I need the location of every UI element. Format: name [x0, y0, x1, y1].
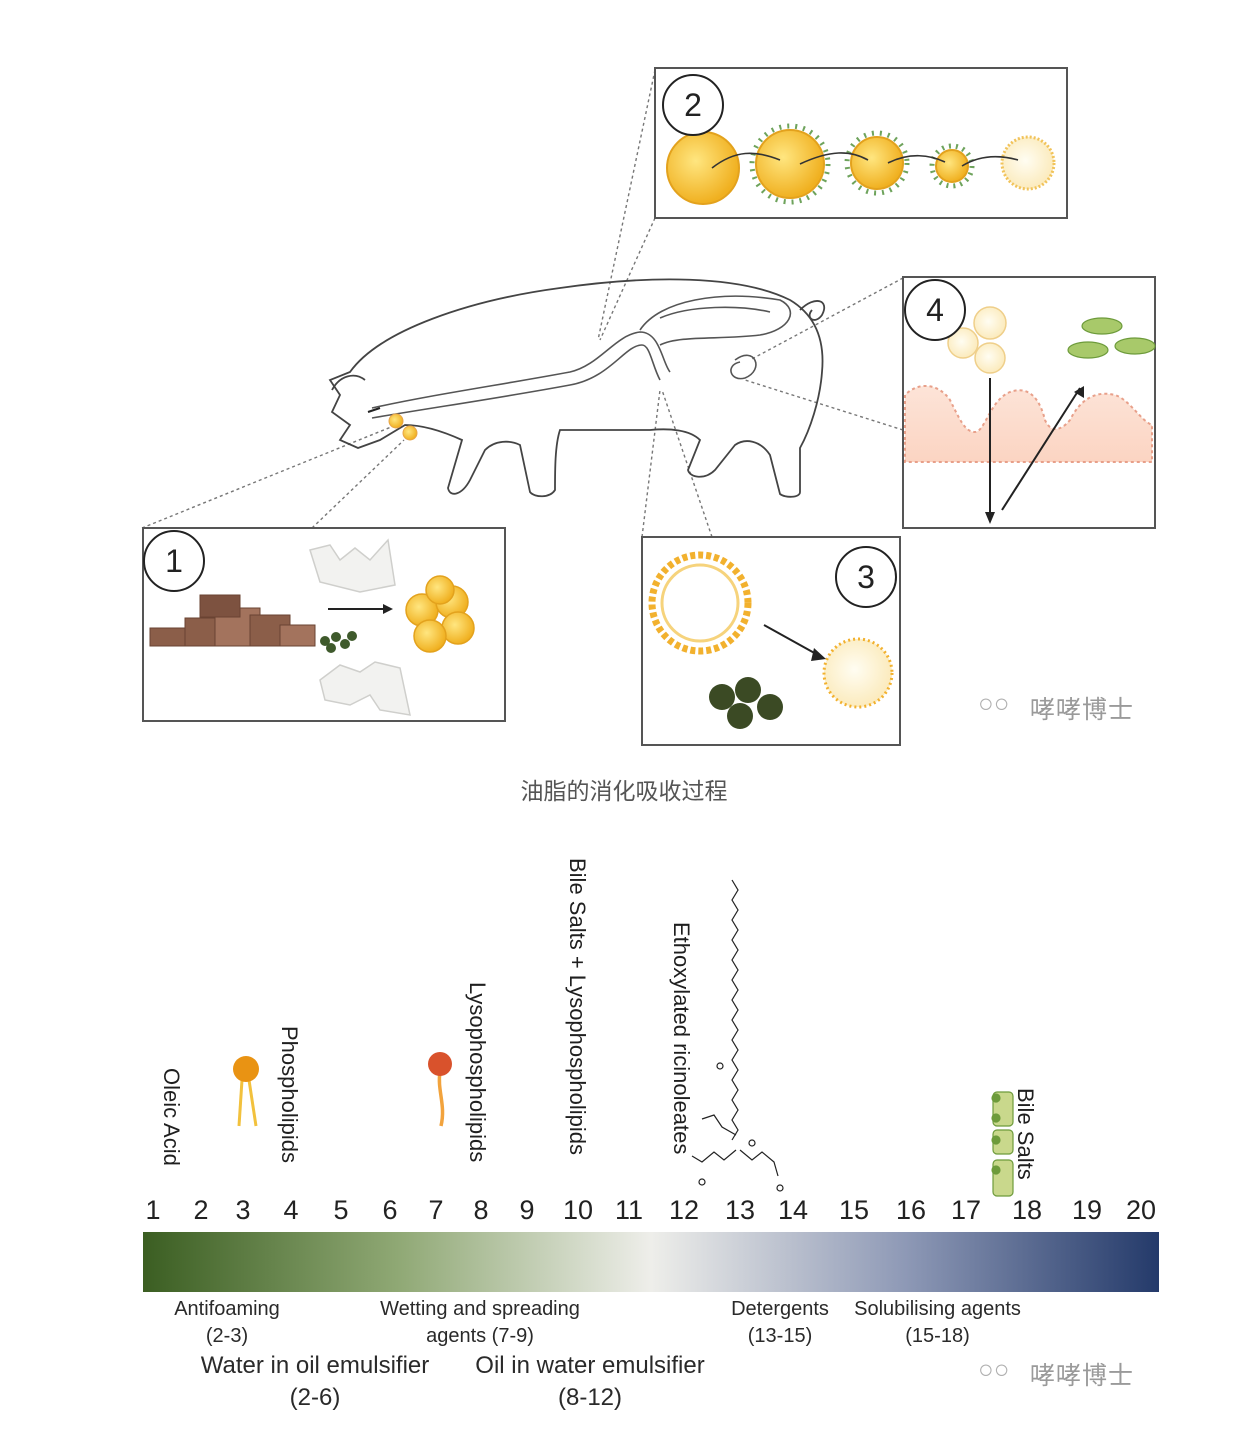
hlb-tick-label: 12: [668, 1195, 700, 1225]
hlb-tick-label: 9: [519, 1195, 535, 1225]
range-detergents: Detergents(13-15): [731, 1298, 829, 1347]
range-oil-in-water: Oil in water emulsifier(8-12): [475, 1352, 705, 1411]
hlb-tick-label: 13: [724, 1195, 756, 1225]
bile-particles-3: [709, 677, 783, 729]
panel-3-arrow: [763, 624, 819, 656]
hlb-tick-label: 4: [283, 1195, 299, 1225]
hlb-tick-label: 17: [950, 1195, 982, 1225]
hlb-tick-label: 20: [1125, 1195, 1157, 1225]
hlb-tick-label: 18: [1011, 1195, 1043, 1225]
label-bile-salts: Bile Salts: [1013, 1088, 1038, 1180]
label-bile-salts-lysophospholipids: Bile Salts + Lysophospholipids: [565, 858, 590, 1155]
panel-1-arrowhead: [383, 604, 393, 614]
hlb-tick-label: 3: [235, 1195, 251, 1225]
hlb-tick-label: 15: [838, 1195, 870, 1225]
watermark-text: 哮哮博士: [1030, 695, 1135, 724]
pig-outline: [328, 278, 825, 498]
range-solubilising: Solubilising agents(15-18): [854, 1298, 1021, 1347]
hlb-tick-label: 10: [562, 1195, 594, 1225]
hlb-gradient-bar: [143, 1232, 1159, 1292]
step-4-number: 4: [904, 279, 966, 341]
hlb-tick-label: 16: [895, 1195, 927, 1225]
panel-2-arrows: [711, 152, 1019, 169]
digestion-diagram: [141, 67, 1156, 746]
range-antifoaming: Antifoaming(2-3): [174, 1298, 280, 1347]
feed-pellets: [149, 594, 316, 647]
guide-lines: [141, 69, 904, 538]
bile-salt-icon: [991, 1091, 1014, 1197]
lysophospholipid-icon: [428, 1052, 452, 1127]
mouth-fat-blob: [402, 425, 418, 441]
wechat-icon: ○○: [978, 1354, 1010, 1384]
hlb-tick-label: 5: [333, 1195, 349, 1225]
phospholipid-icon: [233, 1056, 259, 1127]
hlb-tick-label: 7: [428, 1195, 444, 1225]
ricinoleate-molecule-icon: [691, 879, 784, 1192]
hlb-tick-label: 6: [382, 1195, 398, 1225]
step-2-number: 2: [662, 74, 724, 136]
bile-particles-1: [320, 631, 357, 653]
digestive-tract: [371, 295, 792, 419]
bile-salts-panel-4: [1067, 317, 1156, 359]
range-water-in-oil: Water in oil emulsifier(2-6): [200, 1352, 430, 1411]
figure-caption: 油脂的消化吸收过程: [520, 779, 728, 805]
wechat-icon: ○○: [978, 688, 1010, 718]
step-1-number: 1: [143, 530, 205, 592]
label-oleic-acid: Oleic Acid: [159, 1068, 184, 1166]
small-micelle: [822, 637, 894, 709]
teeth: [309, 538, 411, 716]
mouth-fat-blob: [388, 413, 404, 429]
mouth-arrow: [367, 407, 381, 413]
hlb-tick-label: 2: [193, 1195, 209, 1225]
watermark-text: 哮哮博士: [1030, 1361, 1135, 1390]
label-ethoxylated-ricinoleates: Ethoxylated ricinoleates: [669, 922, 694, 1155]
panel-3-arrowhead: [811, 648, 826, 661]
micelles-panel-4: [947, 306, 1007, 374]
hlb-tick-label: 14: [777, 1195, 809, 1225]
fat-cluster: [405, 575, 475, 653]
hlb-tick-label: 8: [473, 1195, 489, 1225]
label-phospholipids: Phospholipids: [277, 1026, 302, 1163]
panel-4-arrows: [985, 378, 1084, 524]
hlb-tick-label: 11: [614, 1195, 644, 1225]
intestinal-villi: [904, 385, 1153, 463]
hlb-tick-label: 1: [145, 1195, 161, 1225]
large-micelle: [648, 551, 752, 655]
large-micelle-inner: [660, 563, 740, 643]
hlb-tick-label: 19: [1071, 1195, 1103, 1225]
label-lysophospholipids: Lysophospholipids: [465, 982, 490, 1163]
emulsification-sequence: [666, 123, 1056, 205]
step-3-number: 3: [835, 546, 897, 608]
